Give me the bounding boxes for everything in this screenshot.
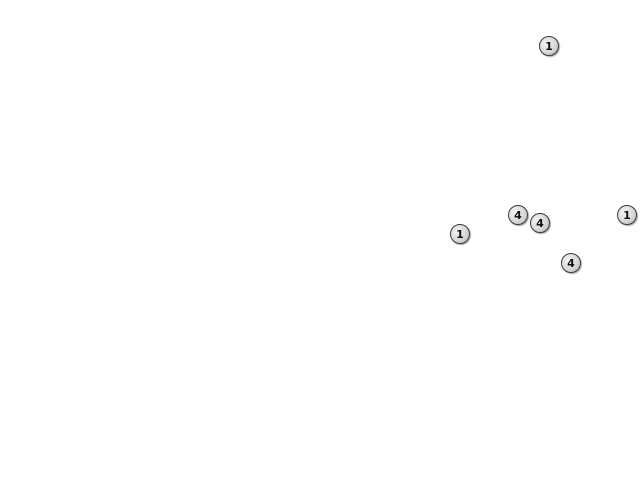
cluster-marker[interactable]: 1 [617,205,637,225]
cluster-marker[interactable]: 4 [508,205,528,225]
cluster-count: 1 [623,208,631,222]
cluster-marker[interactable]: 4 [561,253,581,273]
cluster-count: 1 [456,227,464,241]
cluster-marker[interactable]: 1 [539,36,559,56]
cluster-count: 1 [545,39,553,53]
cluster-count: 4 [536,216,544,230]
cluster-count: 4 [514,208,522,222]
cluster-marker[interactable]: 4 [530,213,550,233]
cluster-count: 4 [567,256,575,270]
cluster-marker[interactable]: 1 [450,224,470,244]
